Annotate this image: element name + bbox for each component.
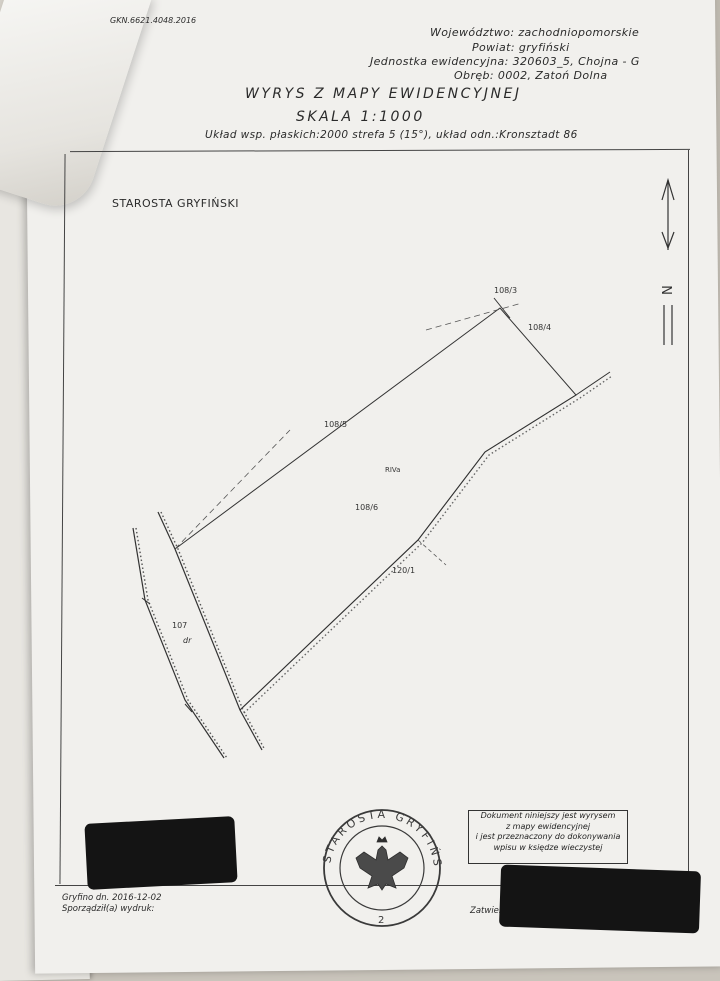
document-title: WYRYS Z MAPY EWIDENCYJNEJ [245, 86, 522, 102]
header-county: Powiat: gryfiński [472, 41, 570, 54]
footer-prepared-by: Sporządził(a) wydruk: [62, 904, 155, 914]
dashed-boundary [174, 429, 291, 550]
notice-line: z mapy ewidencyjnej [505, 821, 591, 831]
label-road-use: dr [183, 636, 192, 645]
header-precinct: Obręb: 0002, Zatoń Dolna [454, 69, 608, 82]
hatched-boundary [243, 375, 613, 714]
label-land-class: RIVa [385, 466, 400, 474]
boundary-tick [141, 597, 151, 605]
frame-right [688, 150, 689, 890]
north-arrow-icon [661, 177, 675, 345]
label-107: 107 [172, 621, 187, 630]
seal-number: 2 [378, 915, 384, 926]
boundary-tick [493, 297, 511, 319]
road-107-edge [157, 511, 263, 751]
north-label: N [661, 285, 676, 295]
parcel-map: N 108/3 108/4 108/5 108/6 RIVa 120/1 107… [132, 177, 676, 759]
notice-line: wpisu w księdze wieczystej [493, 842, 603, 852]
dashed-boundary [425, 302, 523, 331]
official-seal: STAROSTA GRYFIŃSKI 2 [0, 0, 441, 927]
label-120-1: 120/1 [392, 566, 415, 575]
reference-number: GKN.6621.4048.2016 [110, 16, 197, 25]
boundary-tick [184, 703, 193, 713]
seal-text: STAROSTA GRYFIŃSKI [0, 0, 441, 869]
label-108-4: 108/4 [528, 323, 551, 332]
notice-line: i jest przeznaczony do dokonywania [475, 832, 621, 841]
road-107-edge [135, 527, 228, 759]
label-108-3: 108/3 [494, 286, 517, 295]
dashed-boundary [417, 539, 447, 566]
eagle-emblem-icon [355, 836, 409, 891]
header-voivodeship: Województwo: zachodniopomorskie [430, 26, 640, 39]
header-unit: Jednostka ewidencyjna: 320603_5, Chojna … [370, 55, 640, 68]
label-108-6: 108/6 [355, 503, 378, 512]
notice-box: Dokument niniejszy jest wyrysem z mapy e… [468, 810, 628, 864]
notice-line: Dokument niniejszy jest wyrysem [480, 811, 616, 820]
footer-date: Gryfino dn. 2016-12-02 [62, 893, 162, 903]
road-107-edge [160, 511, 266, 751]
redacted-area [84, 816, 238, 890]
label-108-5: 108/5 [324, 420, 347, 429]
authority-label: STAROSTA GRYFIŃSKI [112, 197, 239, 210]
redacted-area [498, 864, 702, 934]
hatched-boundary [239, 371, 611, 711]
coordinate-system: Układ wsp. płaskich:2000 strefa 5 (15°),… [205, 129, 578, 141]
footer-approved-by: Zatwierdzam [470, 906, 526, 916]
document-scale: SKALA 1:1000 [296, 109, 425, 125]
road-107-edge [132, 527, 225, 759]
